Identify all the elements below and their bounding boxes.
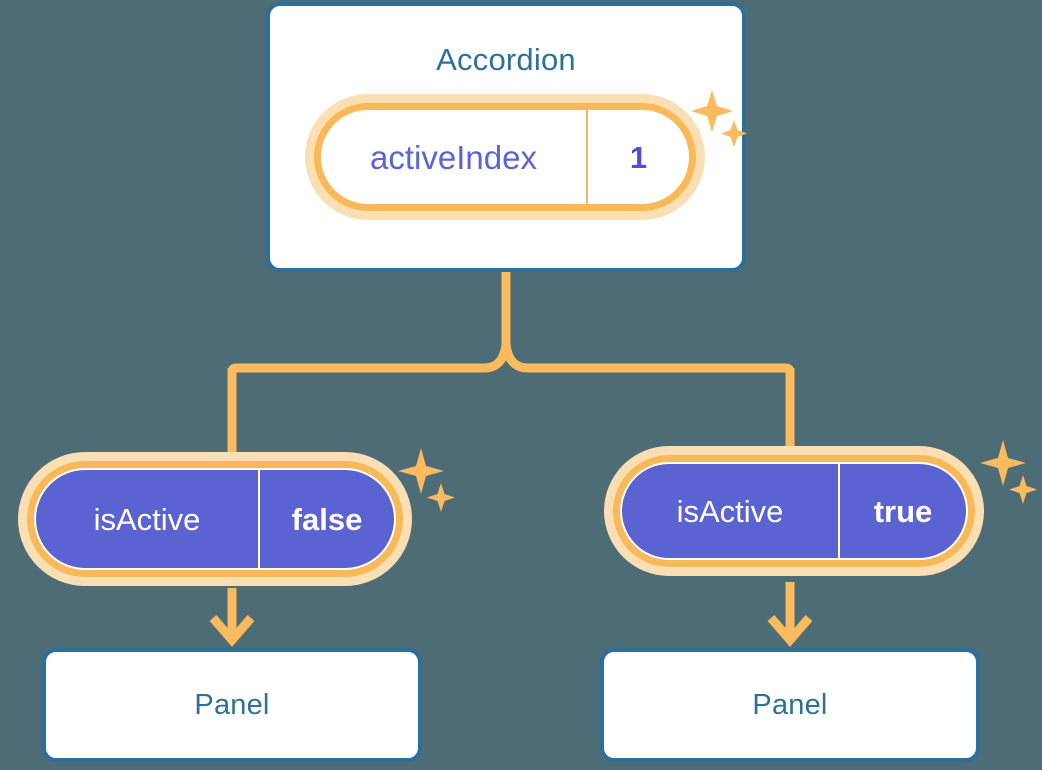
state-pill-body: isActive true (620, 462, 968, 560)
state-pill-ring: isActive true (613, 455, 975, 567)
arrow-head-left-icon (209, 615, 255, 647)
state-pill-key-active-index: activeIndex (321, 110, 588, 204)
state-pill-value-active-index: 1 (629, 139, 648, 175)
connector-fork (227, 340, 795, 377)
state-pill-key-is-active-true: isActive (622, 464, 840, 558)
state-pill-body: isActive false (34, 468, 396, 570)
state-pill-value-is-active-true: true (873, 493, 933, 529)
accordion-card-title: Accordion (436, 42, 576, 77)
arrow-head-right-icon (767, 615, 813, 647)
panel-card-title-right: Panel (752, 688, 828, 721)
state-pill-is-active-false[interactable]: isActive false (18, 452, 412, 586)
state-pill-is-active-true[interactable]: isActive true (604, 446, 984, 576)
state-pill-body: activeIndex 1 (321, 110, 689, 204)
panel-component-card-left[interactable]: Panel (42, 648, 422, 762)
state-pill-key-is-active-false: isActive (36, 470, 260, 568)
sparkles-is-active-true-icon (980, 440, 1037, 504)
state-pill-ring: activeIndex 1 (314, 103, 696, 211)
state-pill-active-index[interactable]: activeIndex 1 (305, 94, 705, 220)
panel-component-card-right[interactable]: Panel (600, 648, 980, 762)
state-pill-value-is-active-false: false (291, 501, 363, 537)
state-pill-ring: isActive false (27, 461, 403, 577)
panel-card-title-left: Panel (194, 688, 270, 721)
